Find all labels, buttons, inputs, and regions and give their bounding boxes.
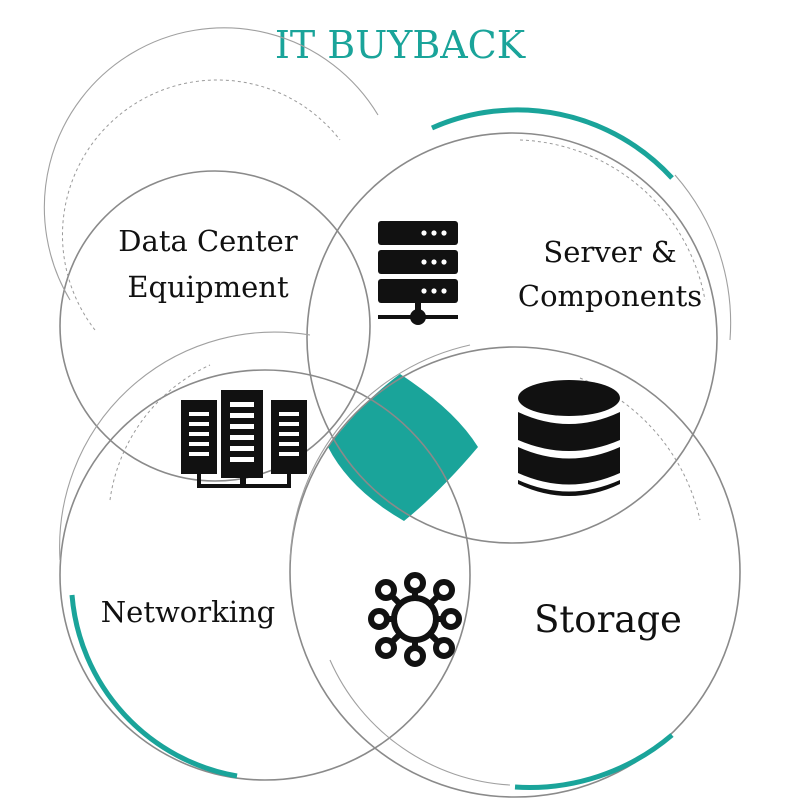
accent-arc: [69, 594, 238, 779]
accent-arc: [430, 107, 674, 180]
circle-server: [306, 107, 732, 544]
label-data-center-line2: Equipment: [127, 270, 289, 304]
circle-data-center: [43, 27, 379, 482]
label-data-center-line1: Data Center: [118, 224, 298, 258]
outer-arc: [43, 27, 379, 301]
diagram-title: IT BUYBACK: [275, 23, 526, 67]
outer-arc: [289, 344, 471, 561]
outer-arc-bottom: [329, 659, 511, 786]
circle-storage: [289, 344, 741, 798]
center-intersection: [328, 374, 478, 521]
label-storage: Storage: [534, 598, 682, 641]
label-networking: Networking: [101, 595, 275, 629]
outer-arc: [674, 174, 732, 341]
accent-arc: [514, 733, 674, 790]
outer-arc: [59, 331, 311, 561]
server-stack-icon: [378, 221, 458, 325]
server-rack-icon: [181, 390, 307, 488]
label-server-line2: Components: [518, 279, 702, 313]
network-hub-icon: [368, 572, 462, 667]
dashed-arc: [519, 139, 706, 301]
label-server-line1: Server &: [543, 235, 676, 269]
dashed-arc: [61, 79, 341, 331]
circle-networking: [59, 331, 471, 781]
database-icon: [518, 380, 620, 496]
